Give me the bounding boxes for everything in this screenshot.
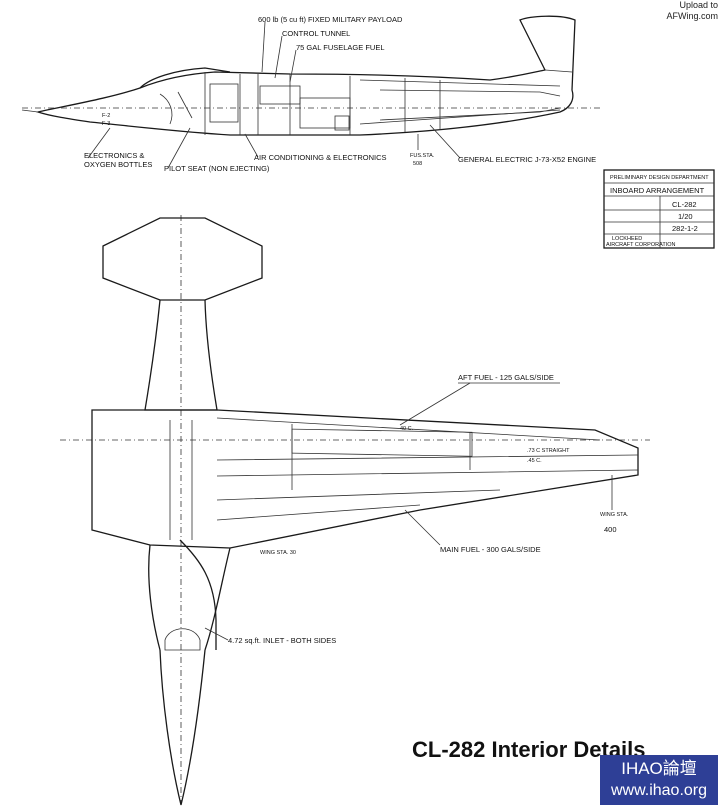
air-conditioning-label: AIR CONDITIONING & ELECTRONICS bbox=[254, 153, 387, 162]
scale-value: 1/20 bbox=[678, 212, 693, 221]
payload-label: 600 lb (5 cu ft) FIXED MILITARY PAYLOAD bbox=[258, 15, 403, 24]
svg-text:F-3: F-3 bbox=[102, 121, 110, 127]
model-number: CL-282 bbox=[672, 200, 697, 209]
pilot-seat-label: PILOT SEAT (NON EJECTING) bbox=[164, 164, 270, 173]
main-fuel-label: MAIN FUEL - 300 GALS/SIDE bbox=[440, 545, 541, 554]
canopy bbox=[139, 67, 231, 89]
c40-label: 40 C. bbox=[400, 426, 414, 432]
site-badge: IHAO論壇 www.ihao.org bbox=[600, 755, 718, 805]
electronics-label: ELECTRONICS & bbox=[84, 151, 144, 160]
wing-outline bbox=[91, 409, 639, 549]
sheet-title: INBOARD ARRANGEMENT bbox=[610, 186, 705, 195]
wing-sta-400-label: WING STA. bbox=[600, 512, 629, 518]
engine-label: GENERAL ELECTRIC J-73-X52 ENGINE bbox=[458, 155, 596, 164]
department-label: PRELIMINARY DESIGN DEPARTMENT bbox=[610, 175, 709, 181]
side-view-labels: 600 lb (5 cu ft) FIXED MILITARY PAYLOAD … bbox=[84, 15, 596, 173]
upload-watermark: Upload to AFWing.com bbox=[666, 0, 718, 22]
svg-text:F-2: F-2 bbox=[102, 113, 110, 119]
fuselage-fuel-label: 75 GAL FUSELAGE FUEL bbox=[296, 43, 385, 52]
company-subtitle: AIRCRAFT CORPORATION bbox=[606, 242, 675, 248]
watermark-line-1: Upload to bbox=[679, 0, 718, 10]
company-name: LOCKHEED bbox=[612, 236, 642, 242]
oxygen-label: OXYGEN BOTTLES bbox=[84, 160, 152, 169]
nose-plan bbox=[159, 649, 206, 806]
inlet-label: 4.72 sq.ft. INLET - BOTH SIDES bbox=[228, 636, 336, 645]
drawing-number: 282-1-2 bbox=[672, 224, 698, 233]
c45-label: .45 C. bbox=[527, 458, 542, 464]
title-block: PRELIMINARY DESIGN DEPARTMENT INBOARD AR… bbox=[603, 169, 715, 249]
inlet-duct bbox=[179, 539, 217, 650]
control-tunnel-label: CONTROL TUNNEL bbox=[282, 29, 350, 38]
watermark-line-2: AFWing.com bbox=[666, 11, 718, 21]
plan-view bbox=[60, 215, 650, 806]
fus-sta-label: FUS.STA. bbox=[410, 153, 435, 159]
plan-view-labels: AFT FUEL - 125 GALS/SIDE 40 C. .73 C STR… bbox=[204, 373, 629, 645]
fuselage-lower bbox=[148, 544, 231, 651]
horizontal-tail bbox=[102, 217, 263, 301]
wing-sta-400-value: 400 bbox=[604, 525, 617, 534]
site-name: IHAO論壇 bbox=[621, 759, 697, 778]
fus-sta-value: 508 bbox=[413, 161, 422, 167]
aft-fuel-label: AFT FUEL - 125 GALS/SIDE bbox=[458, 373, 554, 382]
wing-sta-30-label: WING STA. 30 bbox=[260, 550, 296, 556]
side-view: F-2 F-3 bbox=[21, 15, 600, 136]
site-url: www.ihao.org bbox=[610, 782, 708, 799]
chord-line-label: .73 C STRAIGHT bbox=[527, 448, 570, 454]
fuselage-side-outline bbox=[35, 15, 576, 136]
